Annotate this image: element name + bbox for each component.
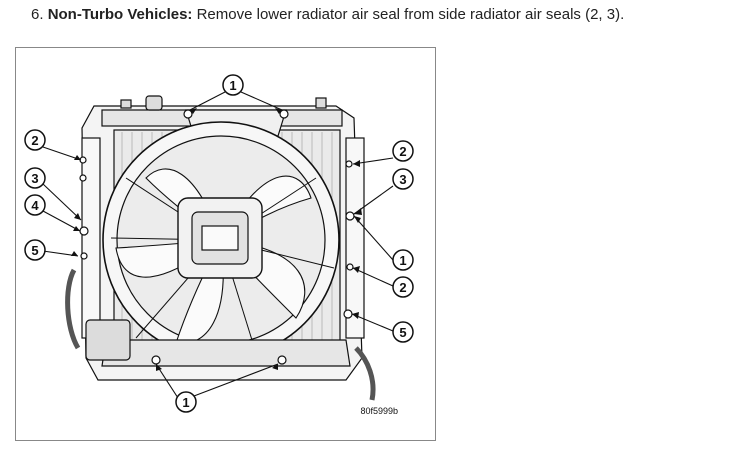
callout-5-right: 5 [399, 325, 406, 340]
step-text: Remove lower radiator air seal from side… [196, 6, 625, 23]
figure-code: 80f5999b [360, 406, 398, 416]
radiator-fan-drawing: 1 2 3 4 5 2 3 1 2 5 1 80f5999b [24, 74, 414, 416]
step-heading: Non-Turbo Vehicles: [47, 6, 193, 23]
callout-2-right-upper: 2 [399, 144, 406, 159]
callout-1-right: 1 [399, 253, 406, 268]
callout-2-left: 2 [31, 133, 38, 148]
callout-3-left: 3 [31, 171, 38, 186]
callout-4-left: 4 [31, 198, 39, 213]
callout-5-left: 5 [31, 243, 38, 258]
radiator-fan-illustration: 1 2 3 4 5 2 3 1 2 5 1 80f5999b [15, 47, 436, 441]
callout-1-bottom: 1 [182, 395, 189, 410]
callout-3-right: 3 [399, 172, 406, 187]
callout-1-top: 1 [229, 78, 236, 93]
step-instruction: 6. Non-Turbo Vehicles: Remove lower radi… [31, 4, 624, 26]
step-number: 6. [31, 6, 44, 23]
callout-2-right-lower: 2 [399, 280, 406, 295]
